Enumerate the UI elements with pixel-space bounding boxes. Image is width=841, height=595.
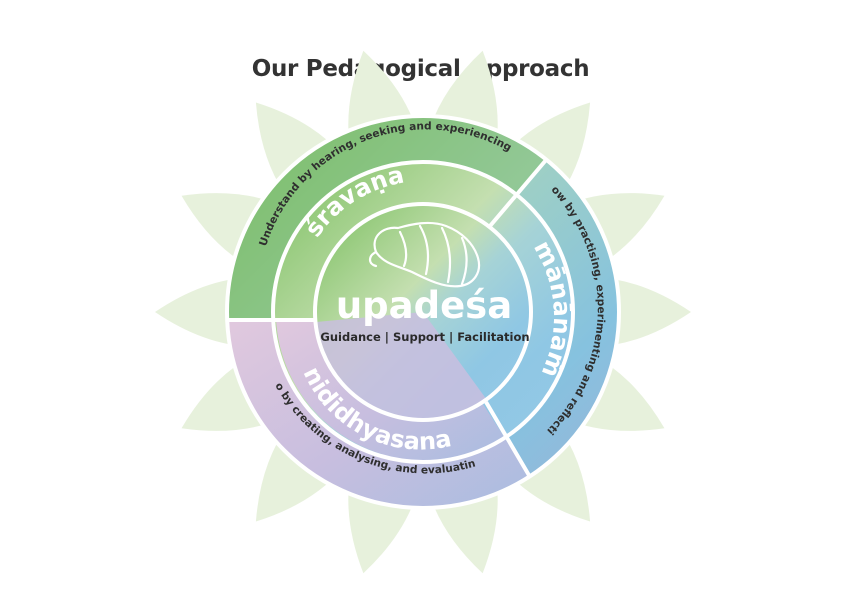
lotus-petal xyxy=(255,424,344,522)
lotus-petal xyxy=(502,424,591,522)
core-lower-sector xyxy=(316,312,487,421)
lotus-petals xyxy=(155,50,691,574)
conch-shell-icon xyxy=(368,221,481,288)
ring-dividers xyxy=(225,114,621,510)
center-subtitle: Guidance | Support | Facilitation xyxy=(320,330,529,344)
page-title: Our Pedagogical Approach xyxy=(251,56,590,82)
center-title: upadeśa xyxy=(336,284,512,327)
lotus-petal xyxy=(255,102,344,200)
lotus-petal xyxy=(502,102,591,200)
